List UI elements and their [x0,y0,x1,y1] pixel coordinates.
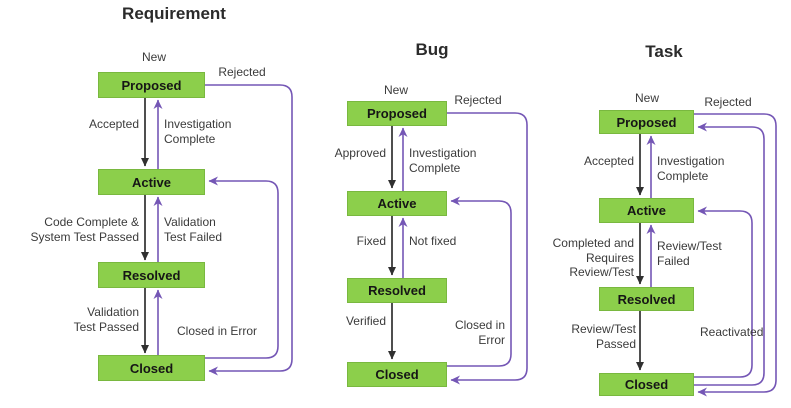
bug-not-fixed-label: Not fixed [409,234,457,248]
task-reactivated-arrow [694,206,753,378]
bug-new-label: New [383,83,409,97]
bug-title: Bug [415,40,449,59]
req-state-active: Active [98,169,205,195]
bug-fixed-label: Fixed [356,234,386,248]
req-investigation-complete-label: Investigation Complete [164,117,232,146]
bug-closed-in-error-label: Closed in Error [454,318,505,347]
bug-rejected-arrow [447,112,528,385]
task-closed-to-proposed-arrow [694,122,765,386]
bug-rejected-label: Rejected [454,93,502,107]
bug-state-closed: Closed [347,362,447,387]
bug-state-resolved: Resolved [347,278,447,303]
req-state-closed: Closed [98,355,205,381]
req-rejected-label: Rejected [218,65,266,79]
req-closed-in-error-label: Closed in Error [177,324,258,338]
task-state-resolved: Resolved [599,287,694,311]
task-review-failed-label: Review/Test Failed [657,239,722,268]
req-code-complete-label: Code Complete & System Test Passed [30,215,140,244]
req-state-proposed: Proposed [98,72,205,98]
task-reactivated-label: Reactivated [700,325,764,339]
task-rejected-arrow [694,113,777,397]
req-state-resolved: Resolved [98,262,205,288]
req-rejected-arrow [205,84,293,376]
task-rejected-label: Rejected [704,95,752,109]
task-title: Task [645,42,683,61]
bug-state-proposed: Proposed [347,101,447,126]
bug-verified-label: Verified [345,314,386,328]
req-closed-to-active-arrow [205,176,279,359]
bug-closed-in-error-arrow [447,196,512,367]
requirement-title: Requirement [122,4,226,23]
req-validation-passed-label: Validation Test Passed [73,305,139,334]
bug-approved-label: Approved [334,146,386,160]
task-accepted-label: Accepted [583,154,634,168]
req-new-label: New [141,50,167,64]
task-review-passed-label: Review/Test Passed [571,322,636,351]
req-validation-failed-label: Validation Test Failed [164,215,223,244]
task-completed-label: Completed and Requires Review/Test [552,236,634,279]
task-state-closed: Closed [599,373,694,396]
task-state-active: Active [599,198,694,223]
task-new-label: New [634,91,660,105]
task-investigation-complete-label: Investigation Complete [657,154,725,183]
bug-state-active: Active [347,191,447,216]
req-accepted-label: Accepted [88,117,139,131]
bug-investigation-complete-label: Investigation Complete [409,146,477,175]
task-state-proposed: Proposed [599,110,694,134]
